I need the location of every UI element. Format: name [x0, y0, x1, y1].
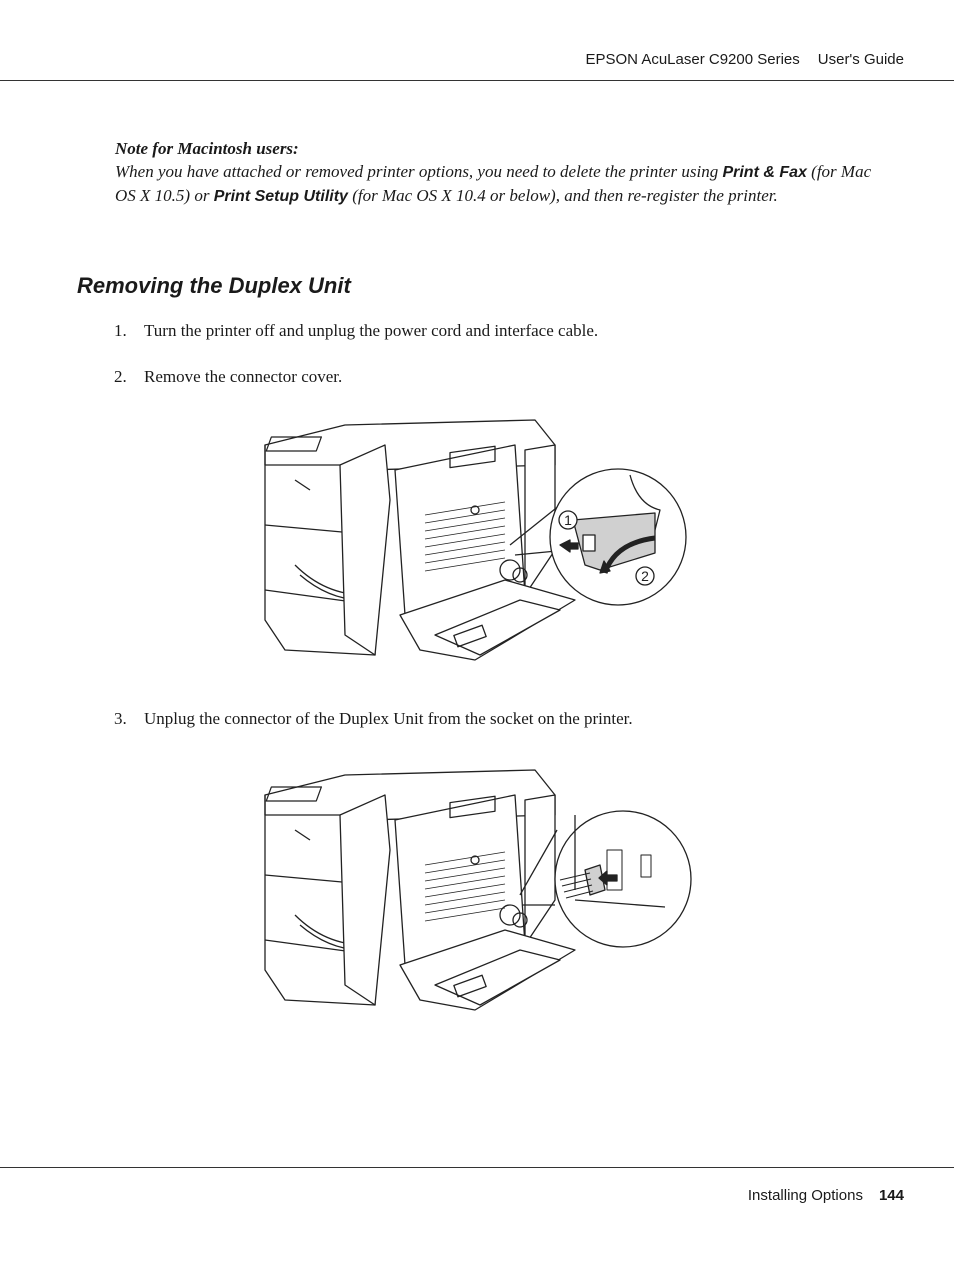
callout-1-label: 1 [564, 512, 572, 528]
note-text-2: (for Mac OS X 10.5) or [115, 162, 872, 205]
step-1: 1. Turn the printer off and unplug the po… [114, 321, 598, 341]
page-number: 144 [878, 1187, 904, 1204]
note-title: Note for Macintosh users: [115, 139, 299, 158]
footer-rule [0, 1167, 954, 1168]
header-guide: User's Guide [817, 51, 904, 68]
section-title: Removing the Duplex Unit [77, 273, 351, 298]
step-text: Turn the printer off and unplug the powe… [144, 321, 599, 340]
page-footer: Installing Options 144 [748, 1187, 904, 1204]
header-product: EPSON AcuLaser C9200 Series [585, 51, 800, 68]
header-rule [0, 80, 954, 81]
callout-2-label: 2 [641, 568, 649, 584]
footer-section: Installing Options [747, 1187, 863, 1204]
mac-note: Note for Macintosh users: When you have … [115, 137, 895, 208]
callout-badge-2 [635, 566, 655, 586]
step-3: 3. Unplug the connector of the Duplex Uni… [114, 709, 633, 729]
callout-badge-1 [558, 510, 578, 530]
note-body: When you have attached or removed printe… [115, 160, 895, 208]
step-number: 3. [114, 709, 127, 728]
printer-body-drawing [264, 419, 576, 661]
step-text: Unplug the connector of the Duplex Unit … [144, 709, 633, 728]
note-term-print-setup-utility: Print Setup Utility [213, 188, 348, 205]
step-text: Remove the connector cover. [144, 367, 343, 386]
note-text-1: When you have attached or removed printe… [115, 162, 723, 181]
printer-illustration-remove-cover: 1 2 [264, 419, 687, 661]
printer-body-drawing [264, 769, 576, 1011]
note-text-3: (for Mac OS X 10.4 or below), and then r… [347, 186, 778, 205]
callout-circle-connector [519, 810, 692, 948]
printer-illustration-unplug-connector [264, 769, 692, 1011]
step-number: 2. [114, 367, 127, 386]
step-2: 2. Remove the connector cover. [114, 367, 342, 387]
step-number: 1. [114, 321, 127, 340]
page-header: EPSON AcuLaser C9200 Series User's Guide [585, 51, 904, 68]
note-term-print-fax: Print & Fax [722, 164, 807, 181]
